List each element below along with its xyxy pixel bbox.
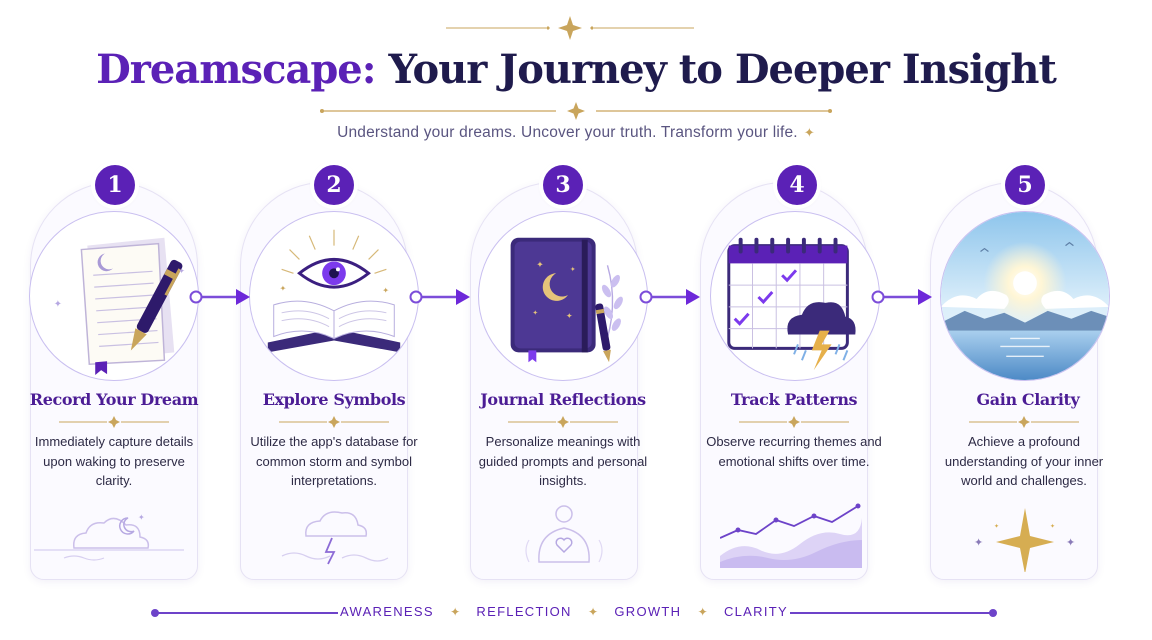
footer-word: GROWTH	[614, 604, 682, 619]
journal-moon-icon: ✦ ✦ ✦ ✦	[478, 211, 648, 381]
step-divider	[59, 416, 169, 428]
top-sparkle-divider	[446, 16, 694, 40]
sparkle-icon: ✦	[803, 125, 815, 140]
step-number-badge: 2	[314, 165, 354, 205]
svg-text:✦: ✦	[1066, 536, 1075, 549]
step-number-badge: 5	[1005, 165, 1045, 205]
trend-chart-icon	[720, 503, 862, 568]
connector-arrow	[409, 289, 470, 305]
svg-text:✦: ✦	[570, 265, 576, 273]
step-number-badge: 1	[95, 165, 135, 205]
page-subtitle: Understand your dreams. Uncover your tru…	[0, 124, 1152, 142]
footer-separator-icon: ✦	[697, 604, 708, 619]
step-divider	[508, 416, 618, 428]
step-divider	[279, 416, 389, 428]
step-title: Explore Symbols	[262, 390, 406, 409]
step-number-badge: 4	[777, 165, 817, 205]
step-description: Achieve a profound understanding of your…	[944, 434, 1104, 488]
svg-text:✦: ✦	[138, 513, 145, 522]
sunrise-sea-icon	[940, 211, 1110, 381]
svg-text:✦: ✦	[54, 299, 62, 310]
svg-text:✦: ✦	[178, 266, 185, 275]
svg-text:✦: ✦	[280, 284, 287, 293]
footer-word: AWARENESS	[340, 604, 434, 619]
svg-text:✦: ✦	[994, 523, 999, 530]
step-description: Immediately capture details upon waking …	[34, 434, 194, 488]
footer-line-left	[158, 612, 338, 614]
notebook-pen-icon: ✦ ✦	[29, 211, 199, 381]
footer-dot-left	[151, 609, 159, 617]
page-title: Dreamscape: Your Journey to Deeper Insig…	[0, 46, 1152, 93]
svg-text:✦: ✦	[566, 312, 573, 321]
svg-text:✦: ✦	[536, 260, 544, 270]
footer-separator-icon: ✦	[450, 604, 461, 619]
step-description: Utilize the app's database for common st…	[250, 434, 418, 488]
svg-text:✦: ✦	[532, 309, 538, 317]
step-description: Observe recurring themes and emotional s…	[706, 434, 882, 469]
connector-arrow	[639, 289, 700, 305]
storm-cloud-icon	[281, 511, 389, 565]
footer-line-right	[790, 612, 990, 614]
step-title: Record Your Dream	[29, 390, 199, 409]
cloud-moon-icon: ✦	[34, 513, 184, 561]
north-star-icon: ✦ ✦ ✦ ✦	[974, 508, 1075, 572]
svg-text:✦: ✦	[974, 536, 983, 549]
step-divider	[969, 416, 1079, 428]
calendar-storm-icon	[710, 211, 880, 381]
svg-text:✦: ✦	[1050, 523, 1055, 530]
meditation-heart-icon	[525, 505, 603, 563]
title-divider	[320, 102, 832, 120]
step-number-badge: 3	[543, 165, 583, 205]
step-description: Personalize meanings with guided prompts…	[478, 434, 648, 488]
footer-dot-right	[989, 609, 997, 617]
connector-arrow	[871, 289, 932, 305]
step-title: Gain Clarity	[976, 390, 1080, 409]
step-title: Track Patterns	[730, 390, 858, 409]
footer-separator-icon: ✦	[588, 604, 599, 619]
svg-text:✦: ✦	[382, 286, 389, 295]
subtitle-text: Understand your dreams. Uncover your tru…	[337, 124, 798, 141]
step-title: Journal Reflections	[480, 390, 646, 409]
footer-word: CLARITY	[723, 604, 788, 619]
connector-arrow	[189, 289, 250, 305]
footer-word: REFLECTION	[476, 604, 572, 619]
footer-keywords: AWARENESS ✦ REFLECTION ✦ GROWTH ✦ CLARIT…	[340, 604, 788, 619]
open-book-eye-icon: ✦ ✦	[249, 211, 419, 381]
title-brand: Dreamscape:	[96, 46, 376, 93]
step-divider	[739, 416, 849, 428]
title-rest: Your Journey to Deeper Insight	[375, 46, 1056, 93]
